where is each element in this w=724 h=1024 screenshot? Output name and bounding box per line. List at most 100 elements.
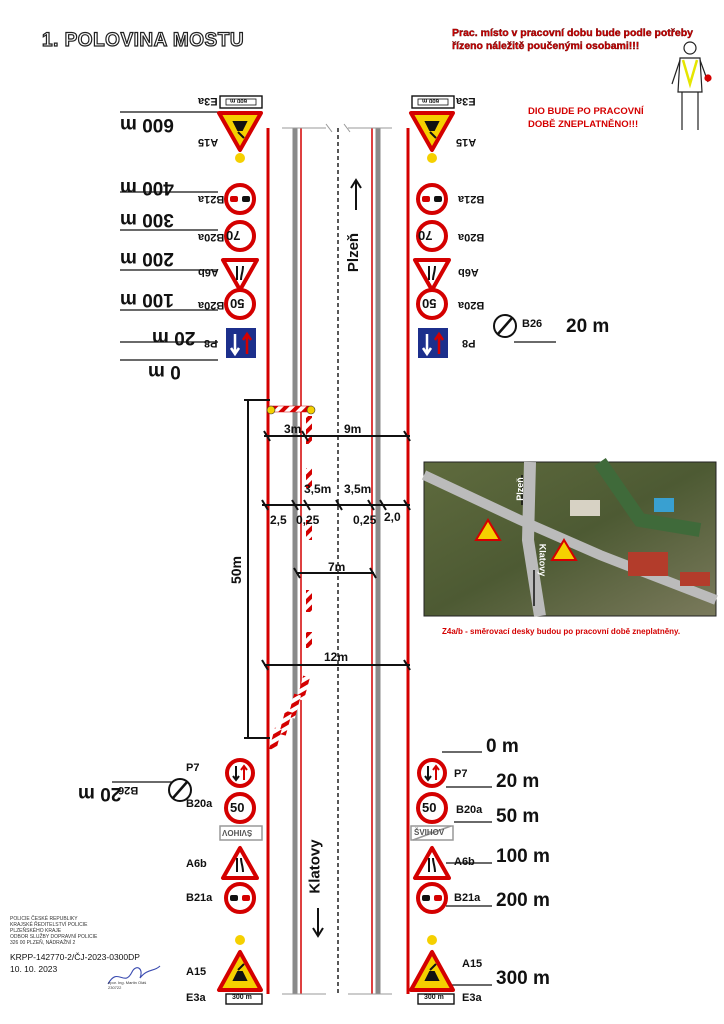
sign-code: A6b <box>198 266 219 278</box>
sign-top-right-b20a-70 <box>416 220 448 252</box>
work-zone <box>266 405 316 751</box>
speed-value: 50 <box>422 800 437 815</box>
dimension-label: 9m <box>344 422 362 436</box>
aerial-photo <box>421 458 718 617</box>
sign-top-right-a6b <box>413 258 451 292</box>
sign-top-left-a6b <box>221 258 259 292</box>
note-guidance: Prac. místo v pracovní dobu bude podle p… <box>452 27 693 52</box>
dimension-lines <box>244 399 411 739</box>
sign-bottom-left-a15 <box>217 935 263 992</box>
worker-figure <box>671 41 712 130</box>
dimension-label: 0,25 <box>296 513 320 527</box>
distance-label: 600 m <box>120 114 174 135</box>
sign-code: E3a <box>198 95 218 107</box>
page-title: 1. POLOVINA MOSTU <box>41 29 245 51</box>
sign-bottom-left-b26 <box>168 778 192 802</box>
dimension-label: 3,5m <box>304 482 332 496</box>
sign-bottom-right-town <box>410 825 454 841</box>
sign-code: B21a <box>186 892 213 904</box>
speed-value: 50 <box>422 296 437 311</box>
dimension-label: 7m <box>328 560 346 574</box>
dimension-label: 2,0 <box>384 510 401 524</box>
sign-top-left-b20a-70 <box>224 220 256 252</box>
sign-code: A15 <box>186 966 207 978</box>
photo-caption: Z4a/b - směrovací desky budou po pracovn… <box>442 627 681 636</box>
sign-code: P8 <box>204 337 218 349</box>
sign-code: B20a <box>456 804 483 816</box>
sign-top-right-p8 <box>418 328 448 358</box>
sign-top-left-b20a-50 <box>224 288 256 320</box>
sign-code: A6b <box>454 856 475 868</box>
sign-top-left-a15 <box>217 111 263 163</box>
distance-label: 300 m <box>120 209 174 230</box>
note-invalid-after-work: DIO BUDE PO PRACOVNÍ DOBĚ ZNEPLATNĚNO!!! <box>528 106 644 130</box>
distance-label: 20 m <box>496 771 540 792</box>
sign-code: B20a <box>186 798 213 810</box>
sign-code: B20a <box>198 231 225 243</box>
distance-label: 50 m <box>496 806 540 827</box>
sign-top-right-a15 <box>409 111 455 163</box>
distance-label: 20 m <box>152 327 196 348</box>
sign-code: A6b <box>186 858 207 870</box>
plate-label: 300 m <box>232 994 252 1001</box>
sign-bottom-right-e3a <box>417 993 455 1005</box>
sign-code: B20a <box>458 299 485 311</box>
direction-plzen: Plzeň <box>345 232 363 273</box>
sign-code: A15 <box>456 136 477 148</box>
sign-bottom-right-b21a <box>416 882 448 914</box>
speed-value: 70 <box>226 228 241 243</box>
distance-label: 300 m <box>496 968 550 989</box>
distance-label: 20 m <box>566 316 610 337</box>
dimension-label: 12m <box>324 650 349 664</box>
sign-bottom-right-p7 <box>417 758 447 788</box>
reference-number: KRPP-142770-2/ČJ-2023-0300DP <box>10 952 140 962</box>
sign-code: P8 <box>462 337 476 349</box>
sign-bottom-left-town <box>219 825 263 841</box>
photo-label-klatovy: Klatovy <box>537 543 548 577</box>
plate-label: 600 m <box>230 97 248 103</box>
road <box>266 123 410 995</box>
sign-code: B21a <box>454 892 481 904</box>
sign-code: B21a <box>198 193 225 205</box>
photo-label-plzen: Plzeň <box>514 477 525 501</box>
sign-bottom-left-e3a <box>225 993 263 1005</box>
sign-bottom-left-p7 <box>225 758 255 788</box>
sign-code: A6b <box>458 266 479 278</box>
sign-code: E3a <box>186 992 206 1004</box>
sign-top-right-b20a-50 <box>416 288 448 320</box>
speed-value: 50 <box>230 800 245 815</box>
distance-label: 100 m <box>120 289 174 310</box>
plate-label: 600 m <box>422 97 440 103</box>
town-sign-label: ŠVIHOV <box>222 828 253 837</box>
dimension-label: 3m <box>284 422 302 436</box>
sign-code: B26 <box>522 318 543 330</box>
speed-value: 50 <box>230 296 245 311</box>
arrow-down-icon <box>312 908 324 938</box>
distance-label: 0 m <box>486 736 519 757</box>
sign-code: P7 <box>186 762 200 774</box>
sign-top-right-b26 <box>493 314 517 338</box>
sign-code: P7 <box>454 768 468 780</box>
sign-code: B20a <box>198 299 225 311</box>
signer: npor. Ing. Martin Oláš 230722 <box>108 980 147 990</box>
sign-bottom-right-a15 <box>409 935 455 992</box>
sign-top-left-p8 <box>226 328 256 358</box>
distance-underlines <box>112 111 556 986</box>
sign-code: B21a <box>458 193 485 205</box>
signature <box>107 965 161 985</box>
dimension-label: 2,5 <box>270 513 287 527</box>
document-date: 10. 10. 2023 <box>10 964 58 974</box>
distance-label: 200 m <box>496 890 550 911</box>
distance-label: 20 m <box>78 783 122 804</box>
distance-label: 0 m <box>148 361 181 382</box>
sign-top-left-b21a <box>224 183 256 215</box>
distance-label: 200 m <box>120 248 174 269</box>
dimension-label: 50m <box>228 555 245 585</box>
sign-code: A15 <box>462 958 483 970</box>
distance-label: 400 m <box>120 177 174 198</box>
sign-bottom-right-b20a-50 <box>416 792 448 824</box>
sign-code: E3a <box>456 95 476 107</box>
sign-code: E3a <box>462 992 482 1004</box>
sign-top-right-b21a <box>416 183 448 215</box>
